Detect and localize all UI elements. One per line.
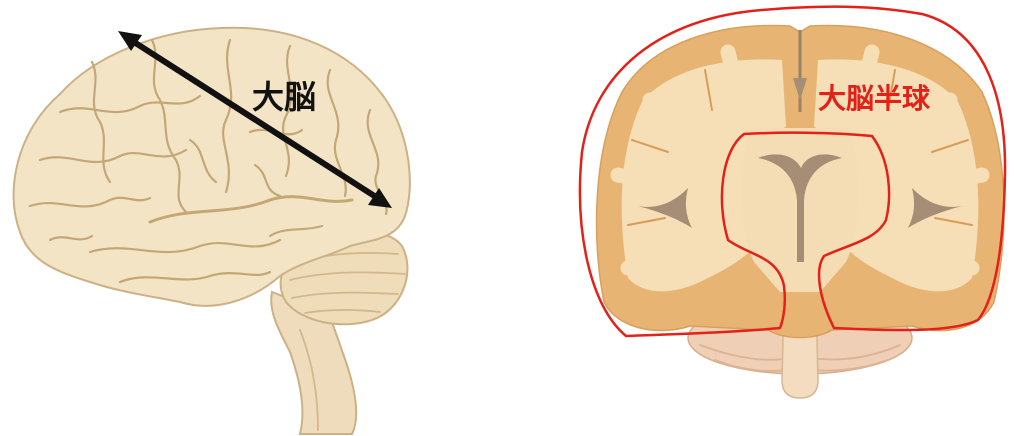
white-matter-finger — [930, 175, 982, 185]
coronal-brain-view: 大脳半球 — [580, 7, 1005, 398]
cerebral-hemisphere-label: 大脳半球 — [818, 82, 931, 115]
white-matter-finger — [618, 175, 670, 185]
cerebrum-label: 大脳 — [252, 78, 316, 116]
lateral-brain-view: 大脳 — [14, 28, 410, 434]
